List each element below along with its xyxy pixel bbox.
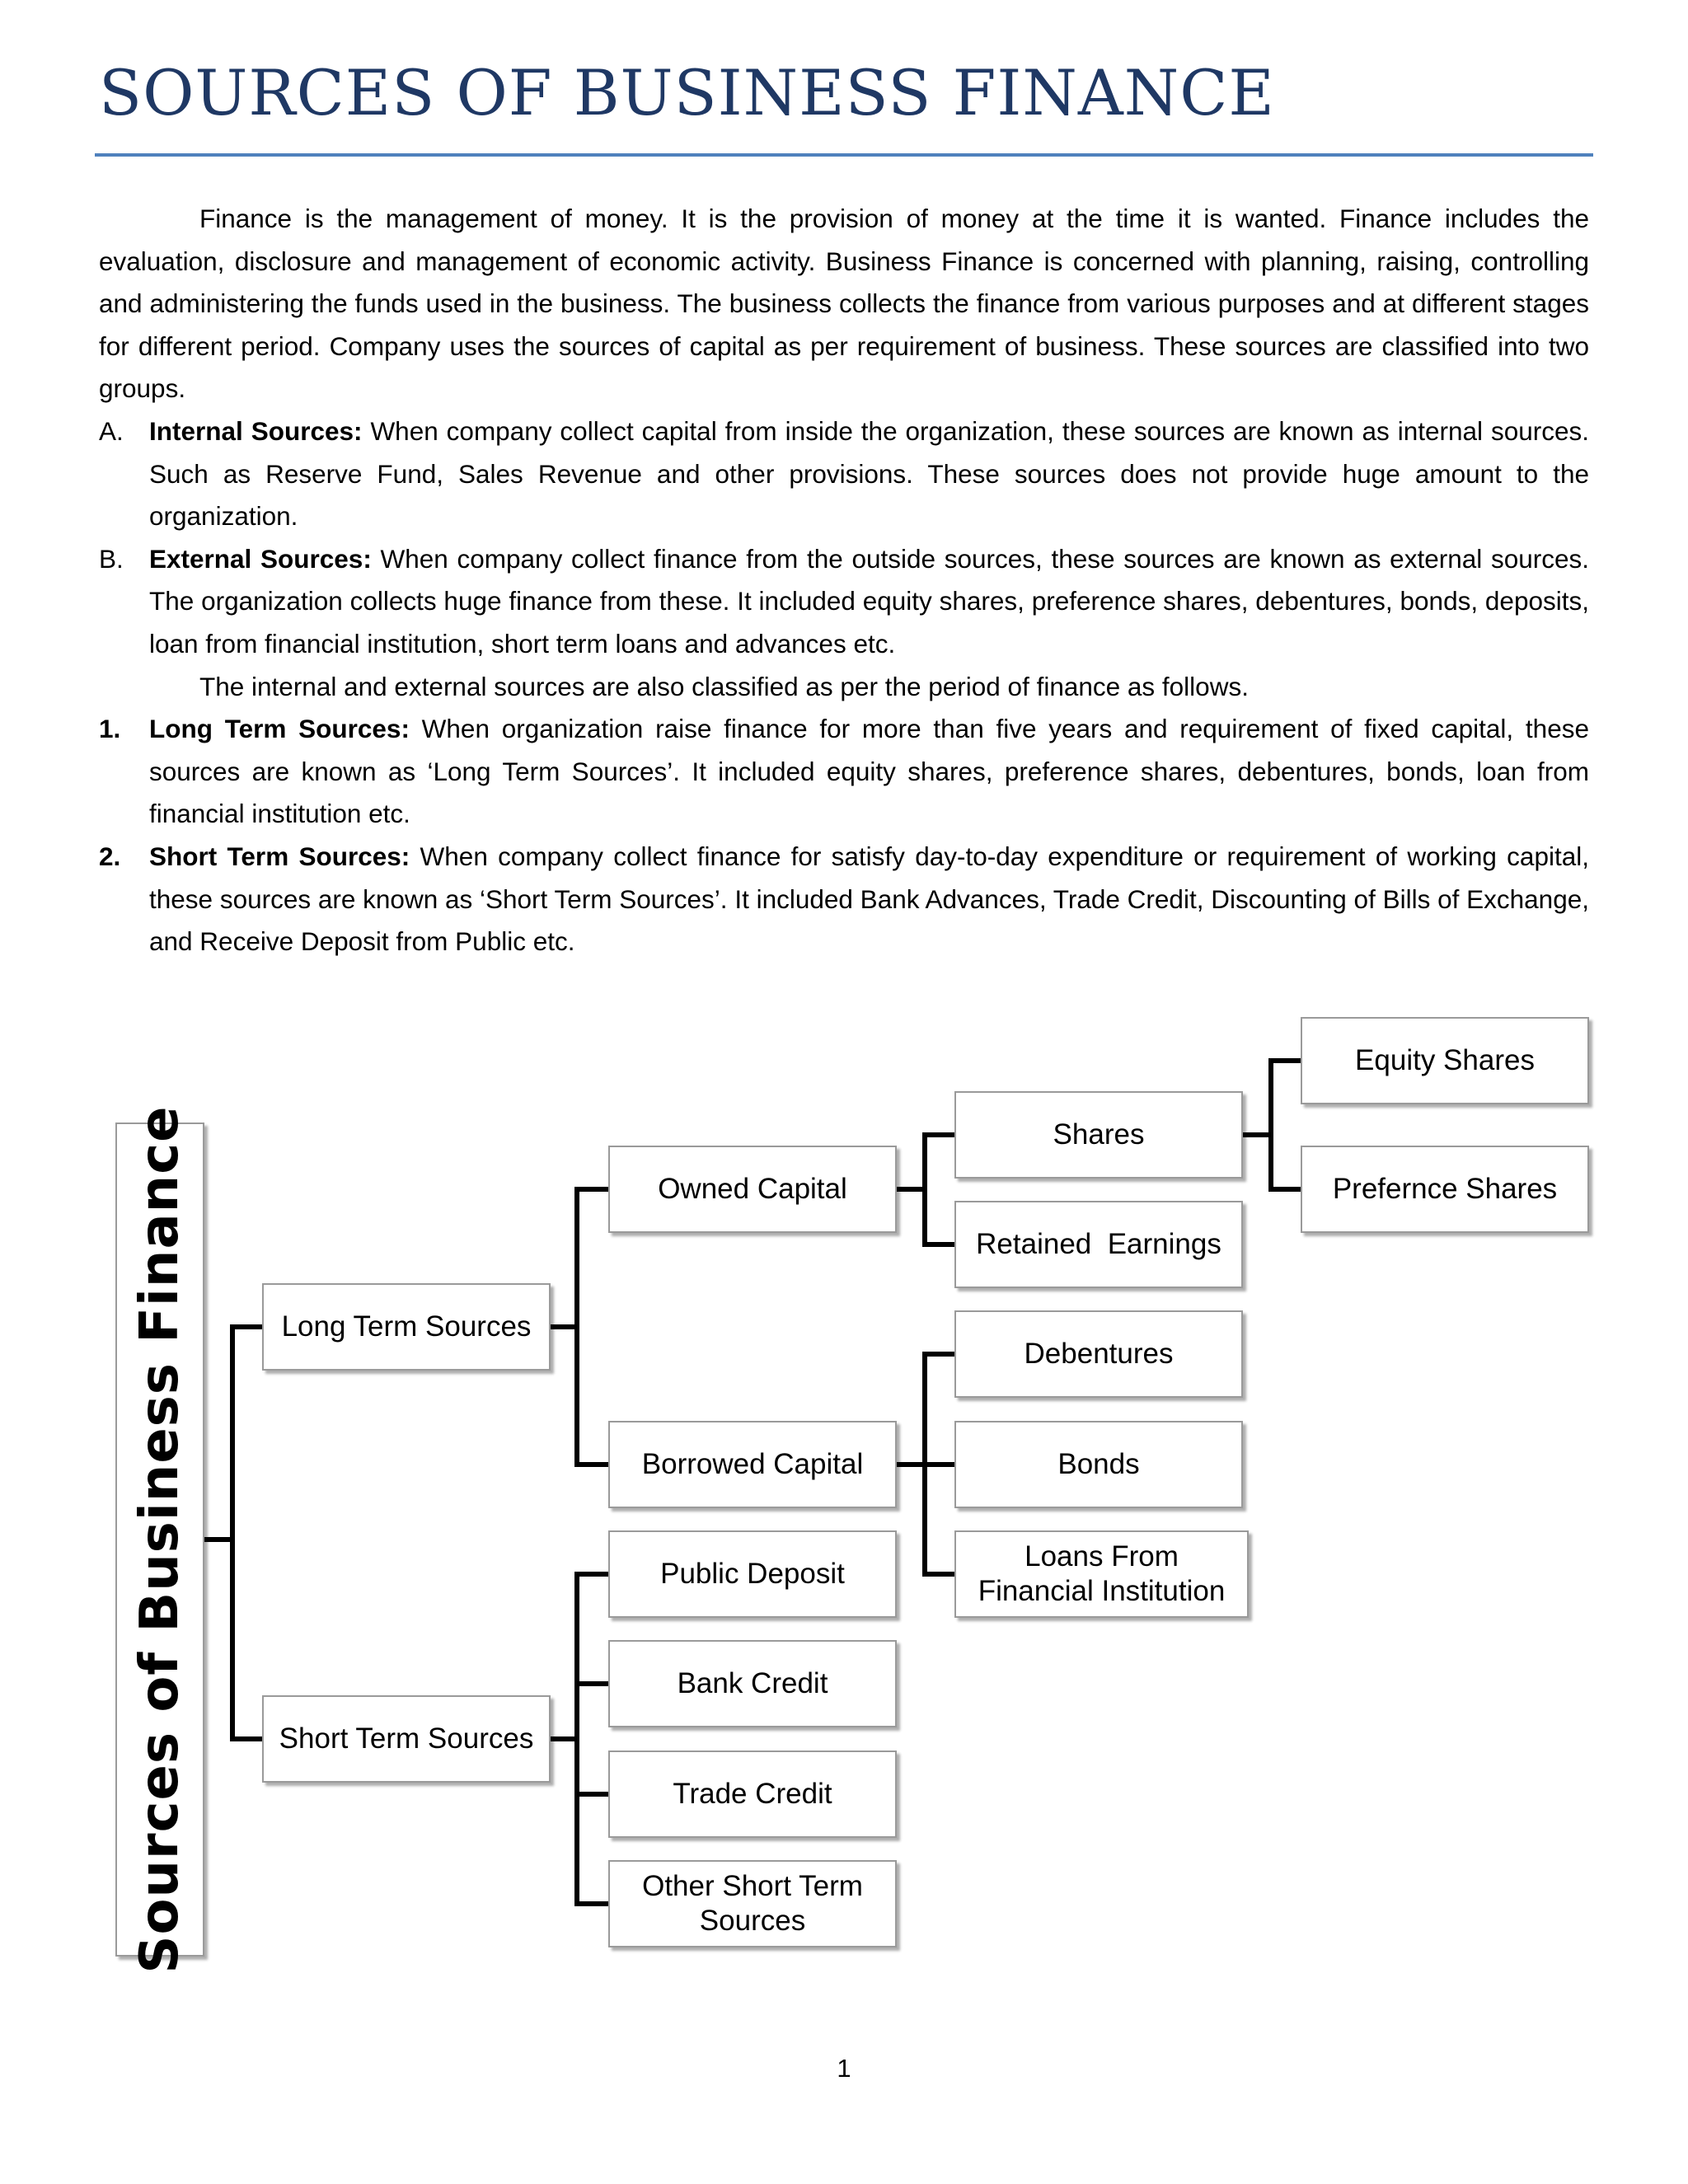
list-item-internal-sources: A. Internal Sources: When company collec… <box>99 410 1589 538</box>
diagram-root-label: Sources of Business Finance <box>129 1105 190 1974</box>
period-intro-paragraph: The internal and external sources are al… <box>199 671 1249 701</box>
box-label-line2: Sources <box>699 1905 806 1937</box>
item-term: Short Term Sources: <box>149 841 410 871</box>
box-label: Prefernce Shares <box>1332 1173 1558 1205</box>
body-text: Finance is the management of money. It i… <box>99 198 1589 963</box>
box-borrowed-capital: Borrowed Capital <box>608 1421 897 1508</box>
box-short-term-sources: Short Term Sources <box>262 1695 551 1783</box>
list-item-short-term-sources: 2. Short Term Sources: When company coll… <box>99 836 1589 963</box>
box-shares: Shares <box>954 1091 1243 1179</box>
item-text: When company collect finance from the ou… <box>149 543 1589 658</box>
box-label: Short Term Sources <box>279 1722 534 1755</box>
box-label-line1: Other Short Term <box>642 1870 863 1902</box>
box-label: Public Deposit <box>660 1558 845 1590</box>
box-label-line2: Financial Institution <box>978 1575 1226 1607</box>
box-label: Bonds <box>1057 1448 1140 1480</box>
box-label: Long Term Sources <box>281 1310 532 1343</box>
list-marker: B. <box>99 543 124 574</box>
item-text: When company collect finance for satisfy… <box>149 841 1589 957</box>
box-label-line1: Loans From <box>1025 1540 1179 1572</box>
box-owned-capital: Owned Capital <box>608 1146 897 1233</box>
box-label: Bank Credit <box>677 1667 828 1699</box>
page-title: SOURCES OF BUSINESS FINANCE <box>99 56 1275 129</box>
box-label: Borrowed Capital <box>641 1448 864 1480</box>
box-label: Debentures <box>1024 1338 1174 1370</box>
box-other-short-term-sources: Other Short Term Sources <box>608 1860 897 1947</box>
box-long-term-sources: Long Term Sources <box>262 1283 551 1371</box>
box-bonds: Bonds <box>954 1421 1243 1508</box>
box-bank-credit: Bank Credit <box>608 1640 897 1727</box>
box-retained-earnings: Retained Earnings <box>954 1201 1243 1288</box>
item-text: When organization raise finance for more… <box>149 714 1589 829</box>
box-label: Shares <box>1053 1118 1145 1151</box>
box-label: Equity Shares <box>1355 1044 1535 1076</box>
diagram-root-box: Sources of Business Finance <box>115 1105 204 1974</box>
box-loans-financial-institution: Loans From Financial Institution <box>954 1530 1249 1618</box>
list-marker: 1. <box>99 714 121 744</box>
box-public-deposit: Public Deposit <box>608 1530 897 1618</box>
item-text: When company collect capital from inside… <box>149 415 1590 532</box>
box-trade-credit: Trade Credit <box>608 1750 897 1838</box>
box-label: Owned Capital <box>658 1173 847 1205</box>
list-item-external-sources: B. External Sources: When company collec… <box>99 538 1589 666</box>
box-preference-shares: Prefernce Shares <box>1301 1146 1589 1233</box>
box-label: Retained Earnings <box>976 1228 1221 1260</box>
list-marker: 2. <box>99 841 121 871</box>
box-label: Trade Credit <box>673 1778 832 1810</box>
box-debentures: Debentures <box>954 1310 1243 1398</box>
list-item-long-term-sources: 1. Long Term Sources: When organization … <box>99 708 1589 836</box>
box-equity-shares: Equity Shares <box>1301 1017 1589 1104</box>
intro-paragraph: Finance is the management of money. It i… <box>99 204 1589 404</box>
page-number: 1 <box>837 2054 851 2083</box>
item-term: Internal Sources: <box>149 415 363 446</box>
item-term: Long Term Sources: <box>149 714 410 744</box>
title-underline <box>95 153 1593 157</box>
item-term: External Sources: <box>149 543 372 574</box>
list-marker: A. <box>99 415 124 446</box>
